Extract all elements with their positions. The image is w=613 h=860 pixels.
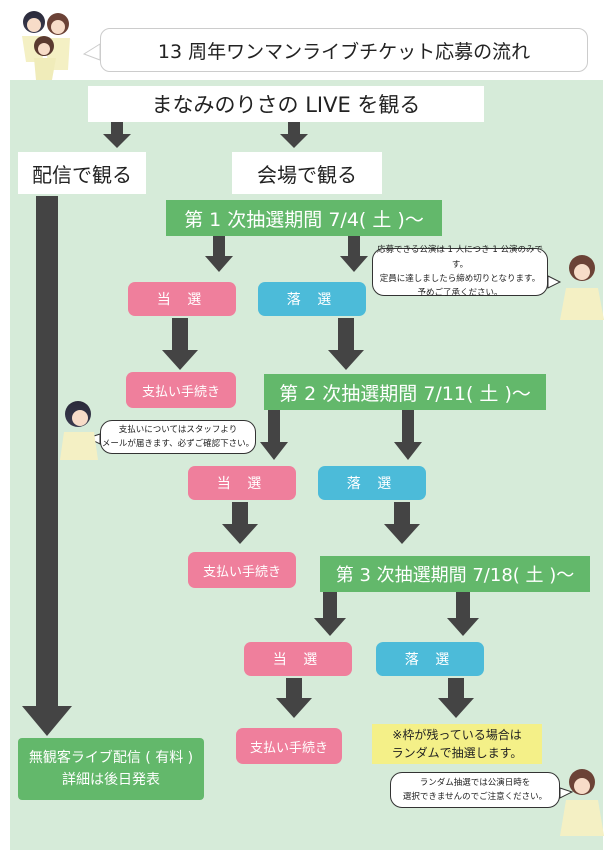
round-1-lose: 落 選 bbox=[258, 282, 366, 316]
arrow-shaft bbox=[268, 410, 280, 444]
arrow-head bbox=[103, 134, 131, 148]
note-line: ランダムで抽選します。 bbox=[391, 746, 523, 760]
note-line: 定員に達しましたら締め切りとなります。 bbox=[379, 274, 541, 284]
round-2-payment-text: 支払い手続き bbox=[202, 564, 281, 580]
stream-arrow-shaft bbox=[36, 196, 58, 708]
round-1-period-text: 第 1 次抽選期間 7/4( 土 )〜 bbox=[184, 208, 424, 231]
round-3-payment-text: 支払い手続き bbox=[249, 740, 328, 756]
arrow-head bbox=[447, 618, 479, 636]
stream-label-text: 配信で観る bbox=[32, 162, 132, 187]
round-2-period: 第 2 次抽選期間 7/11( 土 )〜 bbox=[264, 374, 546, 410]
payment-contact-note: 支払いについてはスタッフより メールが届きます、必ずご確認下さい。 bbox=[100, 420, 256, 454]
round-3-period-text: 第 3 次抽選期間 7/18( 土 )〜 bbox=[335, 565, 575, 586]
application-limit-note: 応募できる公演は 1 人につき 1 公演のみです。 定員に達しましたら締め切りと… bbox=[372, 245, 548, 298]
character-illustration-icon bbox=[22, 11, 70, 80]
round-1-period: 第 1 次抽選期間 7/4( 土 )〜 bbox=[166, 200, 442, 236]
arrow-head bbox=[205, 256, 233, 272]
arrow-shaft bbox=[456, 592, 470, 620]
arrow-shaft bbox=[213, 236, 225, 258]
arrow-shaft bbox=[338, 318, 354, 352]
title-bubble-tail bbox=[82, 43, 101, 61]
page-title-text: 13 周年ワンマンライブチケット応募の流れ bbox=[157, 40, 531, 63]
arrow-head bbox=[384, 524, 420, 544]
stream-arrow-head bbox=[22, 706, 72, 736]
bubble-tail bbox=[547, 275, 562, 289]
arrow-head bbox=[162, 350, 198, 370]
round-2-win-text: 当 選 bbox=[216, 476, 268, 492]
round-2-lose: 落 選 bbox=[318, 466, 426, 500]
character-illustration-icon bbox=[560, 769, 604, 836]
arrow-shaft bbox=[288, 122, 300, 134]
arrow-shaft bbox=[286, 678, 302, 700]
arrow-head bbox=[222, 524, 258, 544]
character-illustration-icon bbox=[560, 255, 604, 320]
top-label: まなみのりさの LIVE を観る bbox=[88, 86, 484, 122]
arrow-head bbox=[328, 350, 364, 370]
bubble-tail bbox=[559, 787, 574, 799]
arrow-shaft bbox=[348, 236, 360, 258]
note-line: 応募できる公演は 1 人につき 1 公演のみです。 bbox=[377, 245, 543, 270]
round-3-period: 第 3 次抽選期間 7/18( 土 )〜 bbox=[320, 556, 590, 592]
arrow-shaft bbox=[448, 678, 464, 700]
arrow-head bbox=[314, 618, 346, 636]
arrow-shaft bbox=[111, 122, 123, 134]
note-line: 予めご了承ください。 bbox=[417, 288, 503, 299]
arrow-head bbox=[438, 698, 474, 718]
round-1-payment-text: 支払い手続き bbox=[141, 384, 220, 400]
round-3-win: 当 選 bbox=[244, 642, 352, 676]
arrow-head bbox=[340, 256, 368, 272]
arrow-head bbox=[276, 698, 312, 718]
page-title: 13 周年ワンマンライブチケット応募の流れ bbox=[100, 28, 588, 72]
round-3-lose-text: 落 選 bbox=[404, 652, 456, 668]
arrow-head bbox=[394, 442, 422, 460]
arrow-shaft bbox=[172, 318, 188, 352]
arrow-head bbox=[280, 134, 308, 148]
arrow-head bbox=[260, 442, 288, 460]
round-2-period-text: 第 2 次抽選期間 7/11( 土 )〜 bbox=[279, 382, 531, 405]
note-line: メールが届きます、必ずご確認下さい。 bbox=[101, 439, 255, 449]
note-line: 選択できませんのでご注意ください。 bbox=[402, 792, 548, 802]
arrow-shaft bbox=[232, 502, 248, 526]
venue-label-text: 会場で観る bbox=[257, 162, 357, 187]
round-1-lose-text: 落 選 bbox=[286, 292, 338, 308]
top-label-text: まなみのりさの LIVE を観る bbox=[151, 93, 421, 117]
stream-label: 配信で観る bbox=[18, 152, 146, 194]
round-2-payment: 支払い手続き bbox=[188, 552, 296, 588]
character-illustration-icon bbox=[60, 401, 98, 460]
round-3-payment: 支払い手続き bbox=[236, 728, 342, 764]
round-1-win: 当 選 bbox=[128, 282, 236, 316]
arrow-shaft bbox=[323, 592, 337, 620]
venue-label: 会場で観る bbox=[232, 152, 382, 194]
note-line: ※枠が残っている場合は bbox=[392, 728, 522, 742]
round-2-lose-text: 落 選 bbox=[346, 476, 398, 492]
note-line: 支払いについてはスタッフより bbox=[118, 424, 238, 435]
random-lottery-note: ※枠が残っている場合は ランダムで抽選します。 bbox=[372, 724, 542, 764]
stream-result: 無観客ライブ配信 ( 有料 ) 詳細は後日発表 bbox=[18, 738, 204, 800]
stream-result-line: 詳細は後日発表 bbox=[62, 772, 160, 788]
arrow-shaft bbox=[402, 410, 414, 444]
stream-result-line: 無観客ライブ配信 ( 有料 ) bbox=[28, 749, 194, 766]
random-lottery-warning: ランダム抽選では公演日時を 選択できませんのでご注意ください。 bbox=[390, 772, 560, 808]
arrow-shaft bbox=[394, 502, 410, 526]
round-1-win-text: 当 選 bbox=[156, 292, 208, 308]
round-2-win: 当 選 bbox=[188, 466, 296, 500]
round-3-win-text: 当 選 bbox=[272, 652, 324, 668]
note-line: ランダム抽選では公演日時を bbox=[419, 777, 531, 788]
round-3-lose: 落 選 bbox=[376, 642, 484, 676]
round-1-payment: 支払い手続き bbox=[126, 372, 236, 408]
